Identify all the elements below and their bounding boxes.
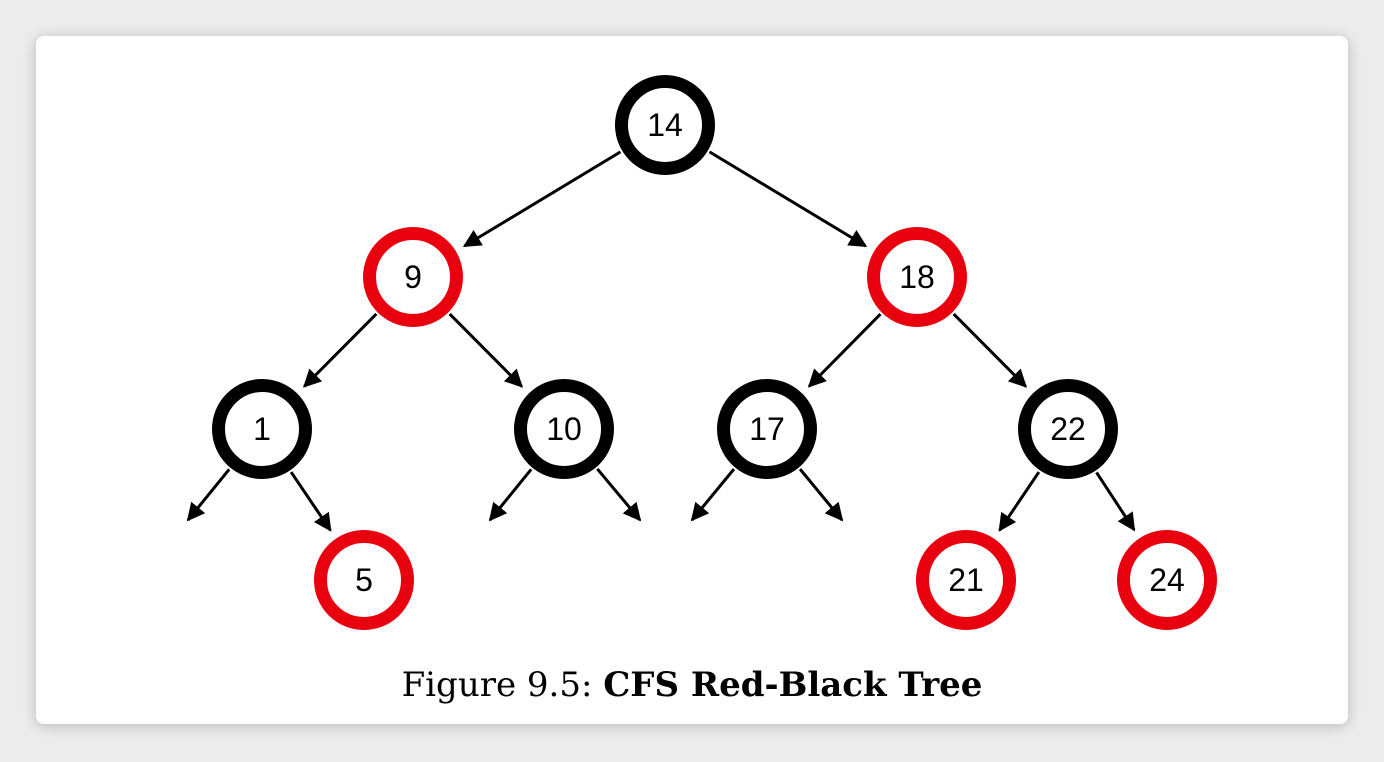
node-ring-red xyxy=(1117,530,1217,630)
edge-arrow xyxy=(807,312,882,388)
node-label: 9 xyxy=(404,259,422,295)
node-ring-red xyxy=(916,530,1016,630)
node-ring-black xyxy=(1018,379,1118,479)
tree-node-9: 9 xyxy=(363,227,463,327)
nodes-layer: 14 9 18 1 10 17 22 5 21 24 xyxy=(212,75,1217,630)
edge-arrow xyxy=(952,312,1027,388)
tree-node-10: 10 xyxy=(514,379,614,479)
tree-node-5: 5 xyxy=(314,530,414,630)
node-ring-black xyxy=(212,379,312,479)
edge-arrow xyxy=(303,312,378,388)
node-label: 17 xyxy=(749,411,785,447)
node-label: 22 xyxy=(1050,411,1086,447)
caption-title: CFS Red-Black Tree xyxy=(603,665,983,705)
node-ring-red xyxy=(363,227,463,327)
null-leaf-arrow xyxy=(798,468,844,522)
tree-node-22: 22 xyxy=(1018,379,1118,479)
edge-arrow xyxy=(289,471,332,532)
node-label: 10 xyxy=(546,411,582,447)
node-ring-red xyxy=(314,530,414,630)
caption-prefix: Figure 9.5: xyxy=(401,665,604,705)
node-label: 1 xyxy=(253,411,271,447)
tree-node-17: 17 xyxy=(717,379,817,479)
figure-caption: Figure 9.5: CFS Red-Black Tree xyxy=(0,668,1384,702)
null-leaf-arrow xyxy=(596,467,642,522)
node-ring-black xyxy=(717,379,817,479)
edge-arrow xyxy=(1095,471,1136,532)
node-label: 18 xyxy=(899,259,935,295)
tree-node-21: 21 xyxy=(916,530,1016,630)
null-leaf-arrow xyxy=(690,468,736,522)
node-ring-black xyxy=(514,379,614,479)
node-label: 14 xyxy=(647,107,683,143)
node-ring-red xyxy=(867,227,967,327)
null-leaf-arrow xyxy=(186,468,231,522)
null-leaf-arrow xyxy=(488,468,533,522)
tree-node-1: 1 xyxy=(212,379,312,479)
tree-node-24: 24 xyxy=(1117,530,1217,630)
tree-node-18: 18 xyxy=(867,227,967,327)
edge-arrow xyxy=(448,312,523,388)
node-label: 24 xyxy=(1149,562,1185,598)
node-label: 5 xyxy=(355,562,373,598)
node-ring-black xyxy=(615,75,715,175)
edge-arrow xyxy=(462,150,622,248)
edges-layer xyxy=(186,150,1136,532)
edge-arrow xyxy=(708,150,868,248)
edge-arrow xyxy=(998,471,1041,532)
node-label: 21 xyxy=(948,562,984,598)
tree-node-14: 14 xyxy=(615,75,715,175)
